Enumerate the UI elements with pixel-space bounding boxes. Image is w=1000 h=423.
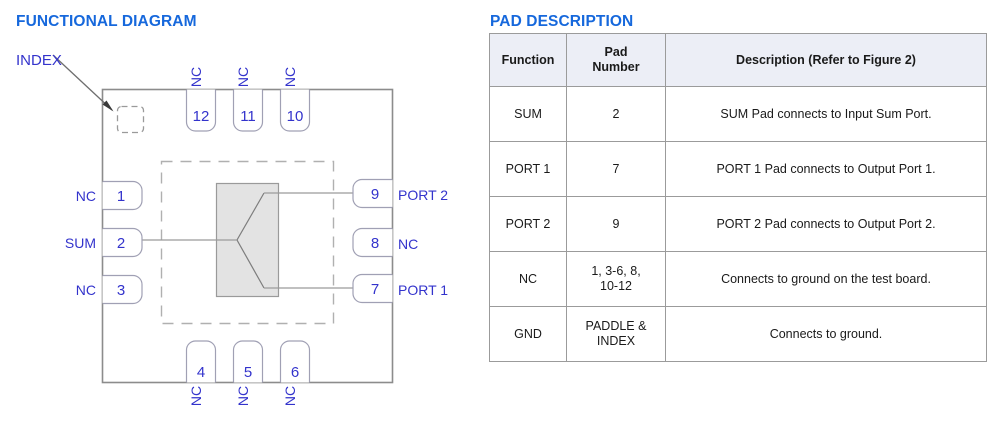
pin-6-pad: [279, 340, 311, 383]
pin-11-label: NC: [235, 67, 251, 87]
chip-package-diagram: 12 NC 11 NC 10 NC 4 NC 5 NC 6 NC: [16, 52, 448, 406]
table-row: SUM 2 SUM Pad connects to Input Sum Port…: [489, 86, 987, 142]
pin-3-label: NC: [76, 282, 96, 298]
cell-function: PORT 2: [489, 196, 567, 252]
table-header-row: Function Pad Number Description (Refer t…: [489, 33, 987, 87]
pin-8-number: 8: [371, 235, 379, 252]
pin-8-label: NC: [398, 236, 418, 252]
pin-4[interactable]: 4 NC: [185, 340, 217, 406]
cell-function: SUM: [489, 86, 567, 142]
pin-12-label: NC: [188, 67, 204, 87]
pin-7[interactable]: 7 PORT 1: [352, 273, 448, 304]
cell-pad-number: 7: [566, 141, 666, 197]
pin-4-label: NC: [188, 386, 204, 406]
pin-2-label: SUM: [65, 235, 96, 251]
table-row: PORT 2 9 PORT 2 Pad connects to Output P…: [489, 196, 987, 252]
table-row: PORT 1 7 PORT 1 Pad connects to Output P…: [489, 141, 987, 197]
header-pad-number: Pad Number: [566, 33, 666, 87]
cell-description: PORT 2 Pad connects to Output Port 2.: [665, 196, 987, 252]
pin-8-pad: [352, 227, 393, 258]
pin-5-label: NC: [235, 386, 251, 406]
cell-pad-number: 2: [566, 86, 666, 142]
header-description: Description (Refer to Figure 2): [665, 33, 987, 87]
cell-function: PORT 1: [489, 141, 567, 197]
pin-2-number: 2: [117, 235, 125, 252]
pin-9-number: 9: [371, 186, 379, 203]
pin-10[interactable]: 10 NC: [279, 67, 311, 132]
cell-pad-number: PADDLE & INDEX: [566, 306, 666, 362]
pad-number-line1: 7: [612, 161, 620, 176]
functional-diagram-title: FUNCTIONAL DIAGRAM: [16, 13, 197, 30]
pin-1-number: 1: [117, 188, 125, 205]
pin-4-pad: [185, 340, 217, 383]
pin-7-number: 7: [371, 281, 379, 298]
pin-5-number: 5: [244, 364, 252, 381]
table-row: GND PADDLE & INDEX Connects to ground.: [489, 306, 987, 362]
table-body: SUM 2 SUM Pad connects to Input Sum Port…: [489, 86, 987, 362]
pin-4-number: 4: [197, 364, 205, 381]
pin-12-pad: [185, 89, 217, 132]
pin-1-label: NC: [76, 188, 96, 204]
pin-10-label: NC: [282, 67, 298, 87]
index-leader-arrow: [52, 54, 114, 112]
pin-7-label: PORT 1: [398, 282, 448, 298]
pin-8[interactable]: 8 NC: [352, 227, 418, 258]
pad-number-line1: PADDLE &: [585, 319, 647, 334]
pin-2-pad: [102, 227, 143, 258]
pad-description-title: PAD DESCRIPTION: [490, 13, 634, 30]
pin-9[interactable]: 9 PORT 2: [352, 178, 448, 209]
header-function: Function: [489, 33, 567, 87]
pin-6-label: NC: [282, 386, 298, 406]
pin-1[interactable]: 1 NC: [76, 180, 143, 211]
pin-6[interactable]: 6 NC: [279, 340, 311, 406]
cell-function: NC: [489, 251, 567, 307]
pin-1-pad: [102, 180, 143, 211]
pad-number-line2: INDEX: [596, 334, 636, 348]
pin-2[interactable]: 2 SUM: [65, 227, 143, 258]
cell-description: SUM Pad connects to Input Sum Port.: [665, 86, 987, 142]
pin-11-number: 11: [240, 108, 256, 125]
pad-number-line2: 10-12: [600, 279, 632, 293]
cell-description: PORT 1 Pad connects to Output Port 1.: [665, 141, 987, 197]
pad-number-line1: 1, 3-6, 8,: [591, 264, 641, 279]
cell-function: GND: [489, 306, 567, 362]
header-pad-number-line1: Pad: [604, 45, 628, 60]
pin-10-number: 10: [287, 108, 304, 125]
pin-12-number: 12: [193, 108, 210, 125]
pin-9-pad: [352, 178, 393, 209]
pin-3-number: 3: [117, 282, 125, 299]
pin-10-pad: [279, 89, 311, 132]
pin-7-pad: [352, 273, 393, 304]
exposed-paddle-dashed: [160, 160, 335, 325]
pin-11[interactable]: 11 NC: [232, 67, 264, 132]
functional-diagram-panel: 12 NC 11 NC 10 NC 4 NC 5 NC 6 NC: [0, 0, 480, 423]
pin-12[interactable]: 12 NC: [185, 67, 217, 132]
cell-pad-number: 9: [566, 196, 666, 252]
cell-pad-number: 1, 3-6, 8, 10-12: [566, 251, 666, 307]
cell-description: Connects to ground.: [665, 306, 987, 362]
pin-3[interactable]: 3 NC: [76, 274, 143, 305]
pad-number-line1: 2: [612, 106, 620, 121]
cell-description: Connects to ground on the test board.: [665, 251, 987, 307]
pin-5-pad: [232, 340, 264, 383]
pin-5[interactable]: 5 NC: [232, 340, 264, 406]
pad-description-table-wrap: Function Pad Number Description (Refer t…: [489, 33, 987, 362]
index-label: INDEX: [16, 52, 62, 69]
header-pad-number-line2: Number: [592, 60, 640, 74]
pin-11-pad: [232, 89, 264, 132]
pad-description-table: Function Pad Number Description (Refer t…: [489, 33, 987, 362]
pin-9-label: PORT 2: [398, 187, 448, 203]
pad-number-line1: 9: [612, 216, 620, 231]
pin-3-pad: [102, 274, 143, 305]
index-marker-square: [116, 105, 145, 134]
table-row: NC 1, 3-6, 8, 10-12 Connects to ground o…: [489, 251, 987, 307]
pin-6-number: 6: [291, 364, 299, 381]
